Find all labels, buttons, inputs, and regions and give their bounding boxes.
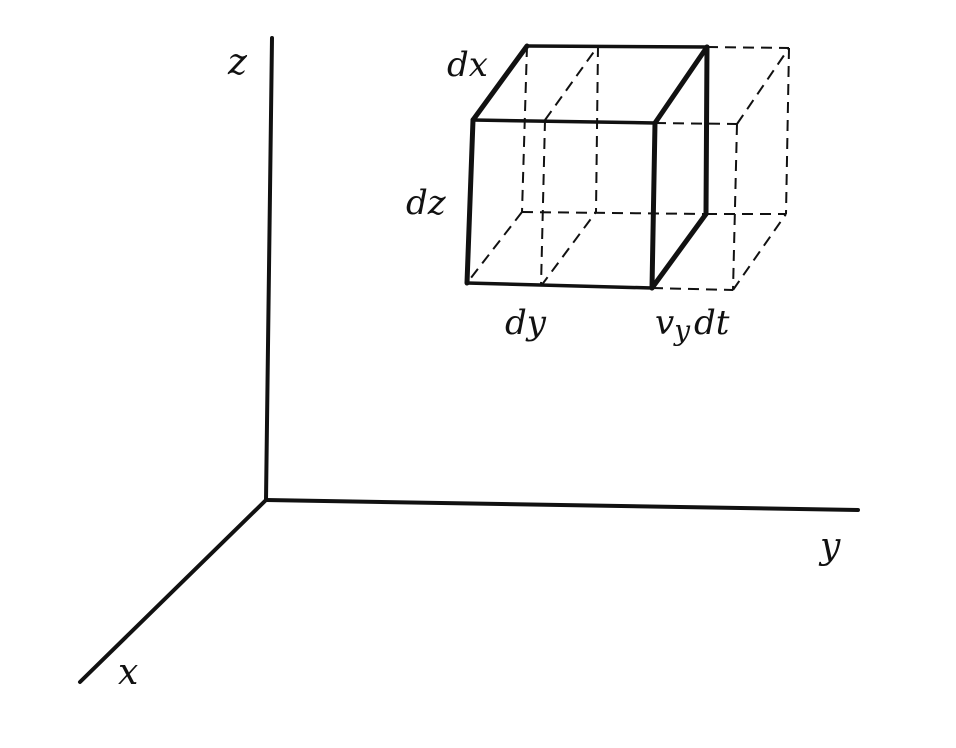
front-bottom-edge	[465, 281, 654, 290]
back-right-edge	[703, 44, 710, 217]
section-top-diagonal	[544, 45, 599, 121]
velocity-subscript: y	[672, 314, 691, 347]
dz-label: dz	[406, 183, 447, 223]
extension-top-back	[706, 46, 790, 49]
front-right-edge	[649, 120, 658, 291]
extension-bottom-front	[651, 287, 734, 291]
y-axis	[264, 498, 860, 512]
top-left-diagonal	[470, 43, 530, 123]
section-back-vertical	[595, 45, 599, 213]
velocity-symbol: v	[655, 303, 674, 343]
y-axis-label: y	[818, 526, 841, 567]
bottom-right-diagonal	[649, 211, 709, 291]
front-left-edge	[464, 117, 476, 286]
section-front-vertical	[540, 119, 546, 287]
x-axis	[78, 498, 268, 684]
z-axis	[264, 36, 274, 502]
extension-top-front	[654, 122, 738, 125]
z-axis-label: z	[227, 42, 248, 83]
dt-symbol: dt	[694, 303, 730, 343]
displaced-box-dashed	[466, 45, 790, 291]
volume-element-solid	[464, 43, 710, 291]
extension-front-vertical	[732, 123, 738, 291]
front-top-edge	[471, 118, 657, 125]
dx-label: dx	[447, 45, 488, 85]
extension-bottom-diagonal	[732, 213, 787, 291]
extension-back-vertical	[785, 47, 790, 215]
dy-label: dy	[505, 303, 547, 343]
top-back-edge	[525, 44, 709, 49]
hidden-edge-back-diagonal	[466, 211, 523, 284]
hidden-edge-back-bottom	[521, 211, 707, 215]
top-right-diagonal	[652, 44, 710, 126]
x-axis-label: x	[118, 652, 138, 693]
extension-top-diagonal	[736, 47, 790, 125]
section-bottom-diagonal	[540, 211, 597, 287]
hidden-edge-back-vertical	[521, 45, 528, 213]
coordinate-axes	[78, 36, 860, 684]
